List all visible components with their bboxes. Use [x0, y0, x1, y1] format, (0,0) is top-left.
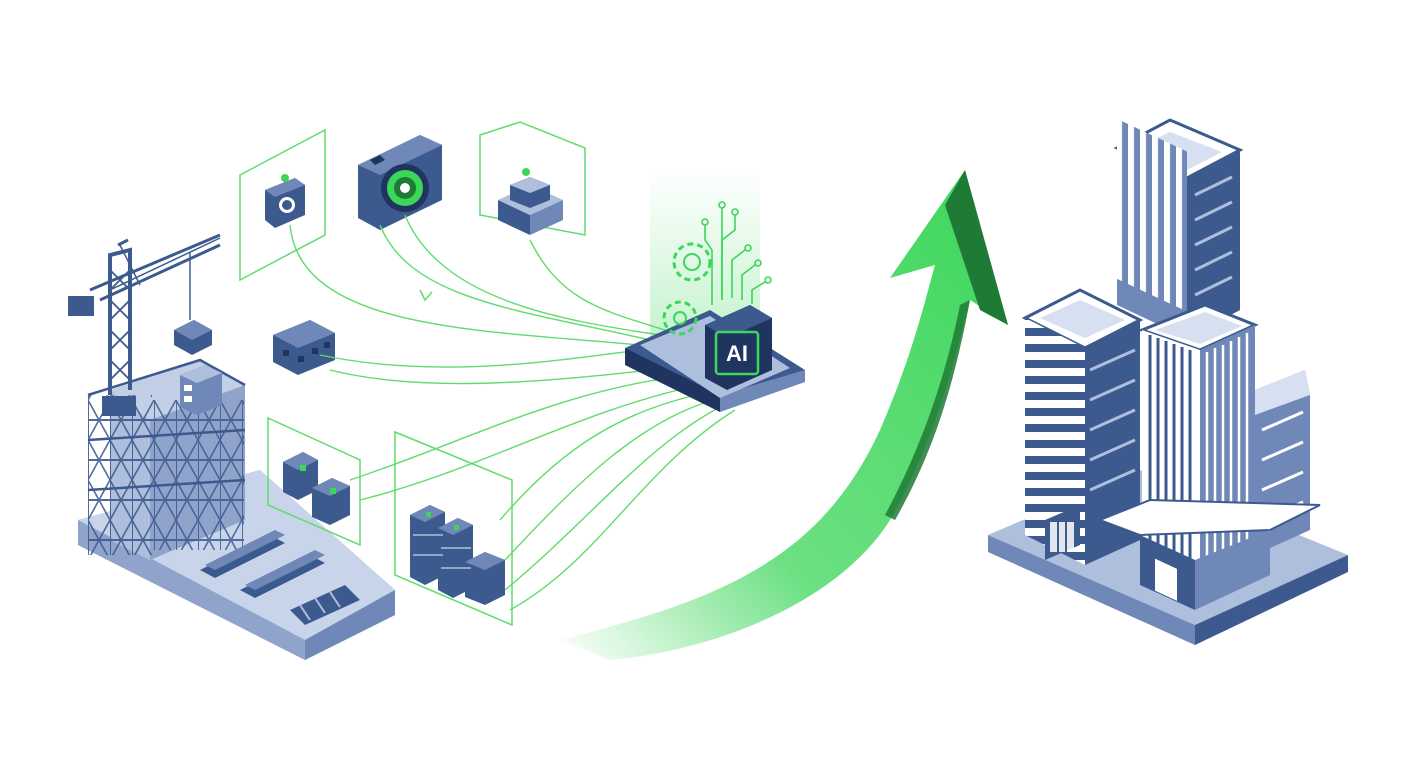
building-module-icon	[498, 168, 563, 235]
camera-icon	[358, 135, 442, 230]
construction-site	[68, 233, 395, 660]
steel-beams	[200, 530, 360, 625]
blocks-panel	[267, 416, 361, 547]
concrete-block-icon	[273, 320, 335, 375]
skyscraper-icon	[988, 118, 1348, 645]
growth-arrow-icon	[560, 170, 1008, 660]
ai-processor: AI	[625, 170, 805, 412]
gear-icon	[662, 300, 698, 336]
camera-panel	[239, 128, 326, 282]
building-module-panel	[479, 121, 586, 236]
block-stack	[410, 505, 505, 605]
block-stacks-panel	[394, 430, 513, 627]
block-stack	[180, 365, 222, 415]
crane-icon	[68, 233, 221, 416]
ai-chip-label: AI	[726, 341, 748, 366]
chip-icon: AI	[705, 305, 772, 390]
circuit-icon	[701, 201, 772, 305]
data-sources	[239, 121, 586, 627]
data-flow-lines	[289, 214, 736, 611]
camera-icon	[265, 174, 305, 228]
gear-icon	[672, 242, 712, 282]
